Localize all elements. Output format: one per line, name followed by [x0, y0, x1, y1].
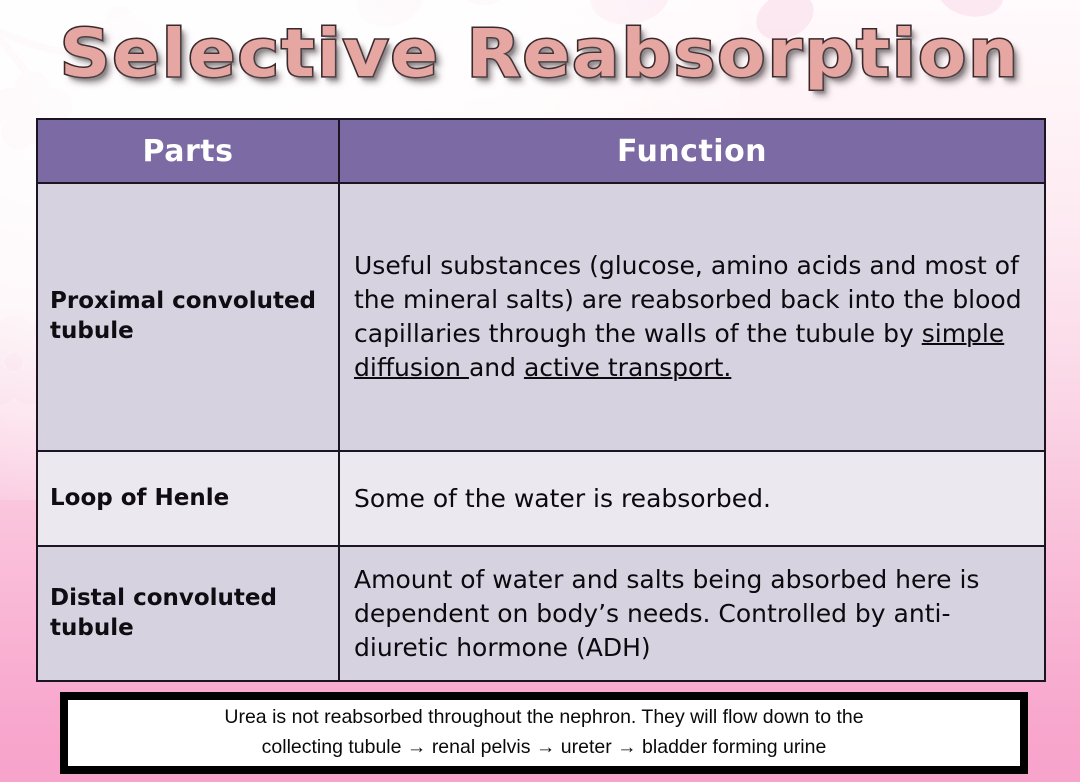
table-header-row: Parts Function: [36, 118, 1046, 184]
column-header-function: Function: [338, 118, 1046, 184]
cell-part-name: Loop of Henle: [36, 450, 340, 547]
cell-part-name: Proximal convoluted tubule: [36, 182, 340, 452]
page-title: Selective Reabsorption: [58, 14, 1021, 94]
cell-part-name: Distal convoluted tubule: [36, 545, 340, 682]
underlined-term: active transport.: [523, 353, 732, 382]
cell-function: Useful substances (glucose, amino acids …: [338, 182, 1046, 452]
column-header-parts: Parts: [36, 118, 340, 184]
underlined-term: simple diffusion: [354, 319, 1005, 382]
cell-function: Some of the water is reabsorbed.: [338, 450, 1046, 547]
urea-note-callout: Urea is not reabsorbed throughout the ne…: [60, 692, 1028, 774]
cell-function: Amount of water and salts being absorbed…: [338, 545, 1046, 682]
table-row: Loop of Henle Some of the water is reabs…: [36, 450, 1046, 547]
selective-reabsorption-table: Parts Function Proximal convoluted tubul…: [36, 118, 1046, 682]
title-area: Selective Reabsorption: [0, 6, 1080, 106]
table-row: Proximal convoluted tubule Useful substa…: [36, 182, 1046, 452]
table-row: Distal convoluted tubule Amount of water…: [36, 545, 1046, 682]
callout-text: Urea is not reabsorbed throughout the ne…: [224, 706, 864, 758]
